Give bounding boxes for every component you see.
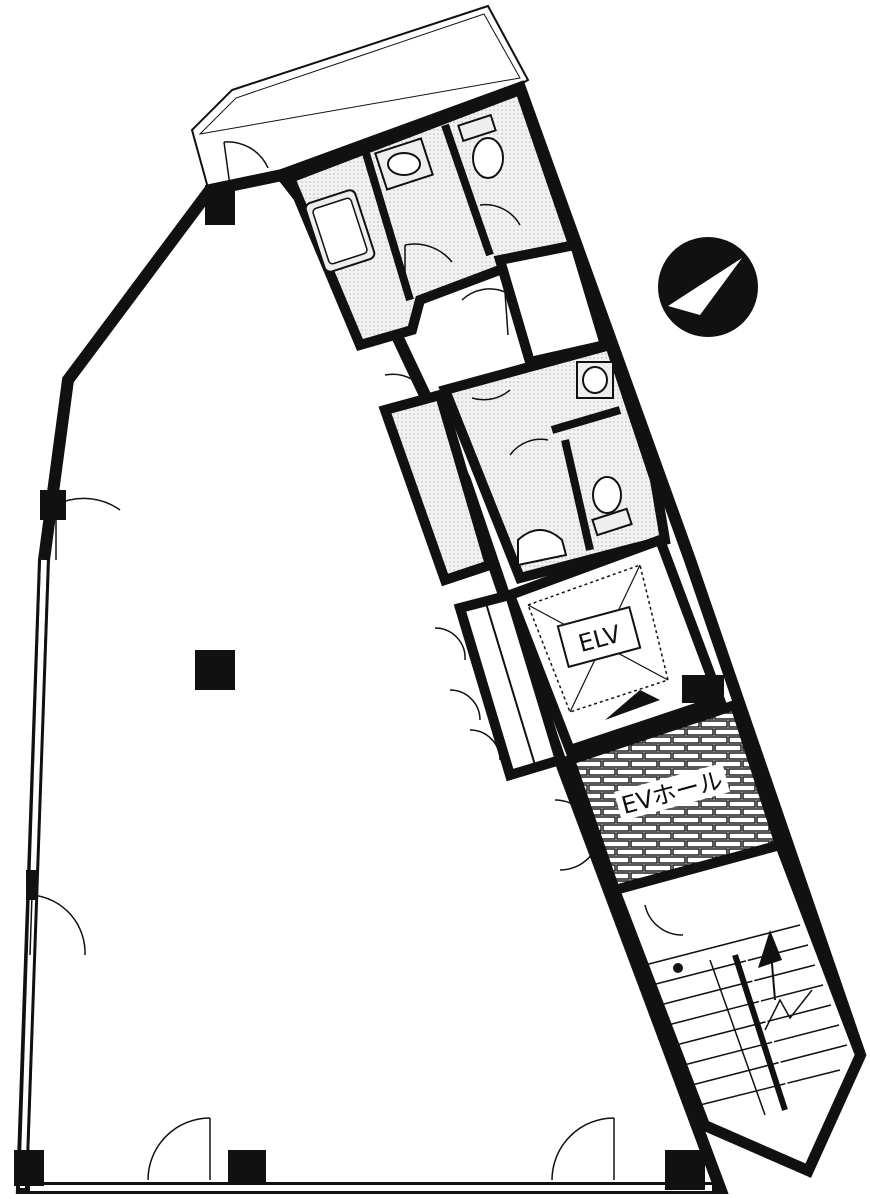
kitchen-strip [378, 373, 497, 587]
second-restroom [438, 338, 671, 584]
washbasin-2 [576, 361, 614, 399]
stairwell [608, 838, 866, 1177]
washbasin [374, 137, 434, 191]
urinal [517, 529, 568, 567]
balcony-door [223, 141, 269, 187]
north-arrow-icon [658, 237, 758, 337]
toilet-2 [591, 476, 633, 537]
structural-column [195, 650, 235, 690]
toilet [457, 113, 504, 179]
elevator: ELV [503, 533, 727, 757]
closets [434, 588, 567, 782]
south-doors [147, 1117, 615, 1181]
bathtub [304, 189, 376, 273]
bathroom-block [283, 83, 582, 352]
west-doors [29, 497, 121, 956]
